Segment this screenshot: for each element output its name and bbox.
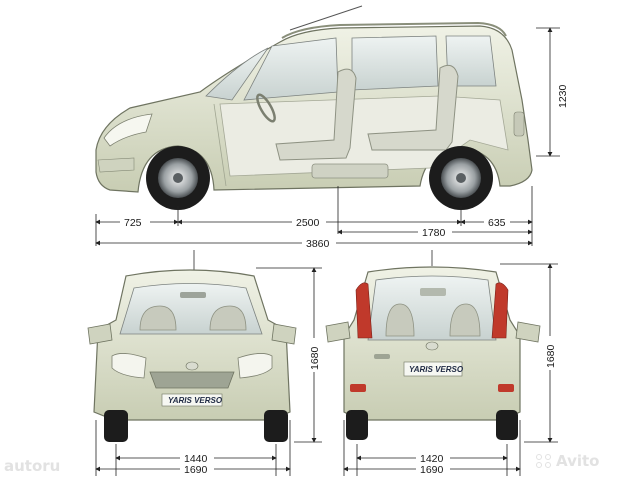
brake-light <box>420 288 446 296</box>
label-bg-725 <box>120 216 150 228</box>
front-bumper <box>97 157 135 173</box>
dim-front-track: 1440 <box>184 453 208 465</box>
label-bg-1230 <box>556 76 568 108</box>
side-view: 725 2500 635 1780 3860 1230 <box>95 5 569 250</box>
rear-tire-right <box>496 410 518 440</box>
rear-view-mirror <box>180 292 206 298</box>
dim-rear-width: 1690 <box>420 464 444 476</box>
dim-front-height: 1680 <box>309 346 321 370</box>
label-bg-1440 <box>180 452 214 464</box>
rear-fog-right <box>498 384 514 392</box>
headlight-left <box>111 353 147 379</box>
windshield <box>205 47 269 101</box>
front-plate-badge: YARIS VERSO <box>168 396 223 405</box>
label-bg-1780 <box>418 226 452 238</box>
rear-seat <box>367 64 459 151</box>
dim-wheelbase-value: 2500 <box>296 217 320 229</box>
rear-plate-badge: YARIS VERSO <box>409 365 464 374</box>
side-headlight <box>103 113 153 147</box>
label-bg-1680-rear <box>544 336 556 370</box>
label-bg-1690-rear <box>416 463 450 475</box>
front-seat <box>275 68 357 161</box>
label-bg-1680-front <box>308 338 320 372</box>
front-tire-right <box>264 410 288 442</box>
dim-rear-height: 1680 <box>545 344 557 368</box>
front-grille <box>149 371 235 389</box>
rear-view: YARIS VERSO 1420 1690 1680 <box>325 250 558 476</box>
door-seam <box>213 103 227 187</box>
rear-fog-left <box>350 384 366 392</box>
side-tail-light <box>513 111 525 137</box>
rear-wheel <box>429 146 493 210</box>
headlight-right <box>237 353 273 379</box>
dim-overall-length: 3860 <box>306 238 330 250</box>
dim-front-width: 1690 <box>184 464 208 476</box>
dim-cargo-length: 1780 <box>422 227 446 239</box>
dim-side-height: 1230 <box>557 84 569 108</box>
dim-rear-track: 1420 <box>420 453 444 465</box>
watermark-avito: Avito <box>536 452 599 470</box>
rear-view-seat-right <box>449 303 481 337</box>
rear-view-seat-left <box>385 303 415 337</box>
label-bg-2500 <box>292 216 326 228</box>
label-bg-635 <box>484 216 510 228</box>
roof-rail <box>281 21 507 39</box>
steering-wheel <box>256 93 276 123</box>
front-tire-left <box>104 410 128 442</box>
watermark-autoru-text: autoru <box>4 457 61 475</box>
toyota-emblem <box>185 361 199 371</box>
dim-front-overhang: 725 <box>124 217 142 229</box>
front-plate <box>161 393 223 407</box>
floor-seat-cushion <box>311 163 389 179</box>
rear-mirror-left <box>325 321 351 343</box>
front-view: YARIS VERSO 1440 1690 1680 <box>87 250 322 476</box>
dim-rear-overhang: 635 <box>488 217 506 229</box>
label-bg-1420 <box>416 452 450 464</box>
watermark-avito-text: Avito <box>556 452 600 470</box>
tail-light-right <box>491 282 509 339</box>
antenna <box>289 5 363 31</box>
avito-logo-icon <box>536 454 552 468</box>
label-bg-1690-front <box>180 463 214 475</box>
tailgate-handle <box>374 354 390 359</box>
middle-side-window <box>351 35 439 91</box>
rear-mirror-right <box>515 321 541 343</box>
tail-light-left <box>355 282 373 339</box>
label-bg-3860 <box>302 237 336 249</box>
rear-plate <box>403 361 463 377</box>
mirror-right <box>271 323 297 345</box>
front-wheel <box>146 146 210 210</box>
front-view-seat-right <box>209 305 247 331</box>
mirror-left <box>87 323 113 345</box>
rear-tire-left <box>346 410 368 440</box>
front-view-seat-left <box>139 305 177 331</box>
watermark-autoru: autoru <box>4 457 60 475</box>
rear-toyota-emblem <box>425 341 439 351</box>
